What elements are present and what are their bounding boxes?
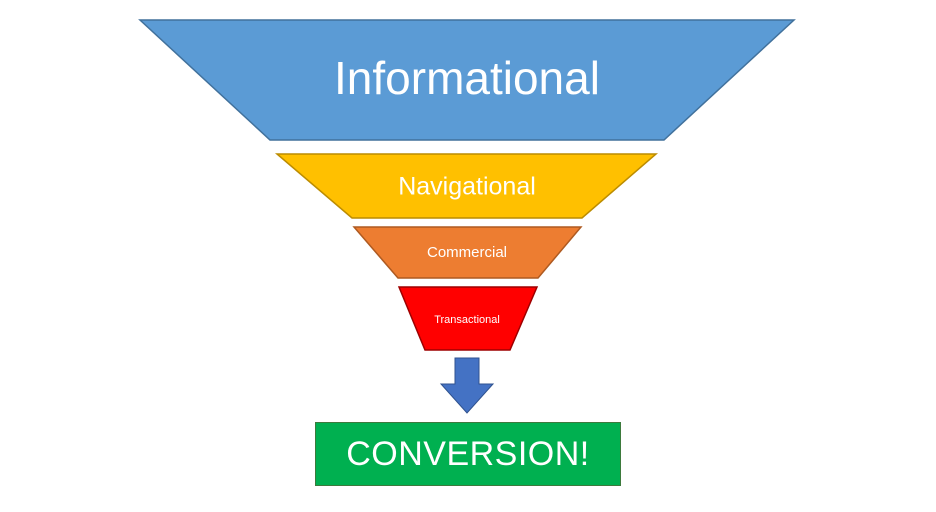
- stage-informational-shape: [138, 19, 796, 141]
- stage-navigational-shape: [274, 153, 659, 219]
- conversion-box: CONVERSION!: [315, 422, 621, 486]
- stage-navigational-label: Navigational: [398, 173, 536, 201]
- stage-transactional-label: Transactional: [434, 314, 500, 326]
- stage-informational-label: Informational: [334, 52, 600, 104]
- down-arrow-icon: [439, 357, 495, 414]
- stage-transactional-shape: [397, 286, 539, 351]
- stage-commercial-label: Commercial: [427, 244, 507, 261]
- stage-commercial-shape: [352, 226, 583, 279]
- conversion-label: CONVERSION!: [346, 434, 590, 473]
